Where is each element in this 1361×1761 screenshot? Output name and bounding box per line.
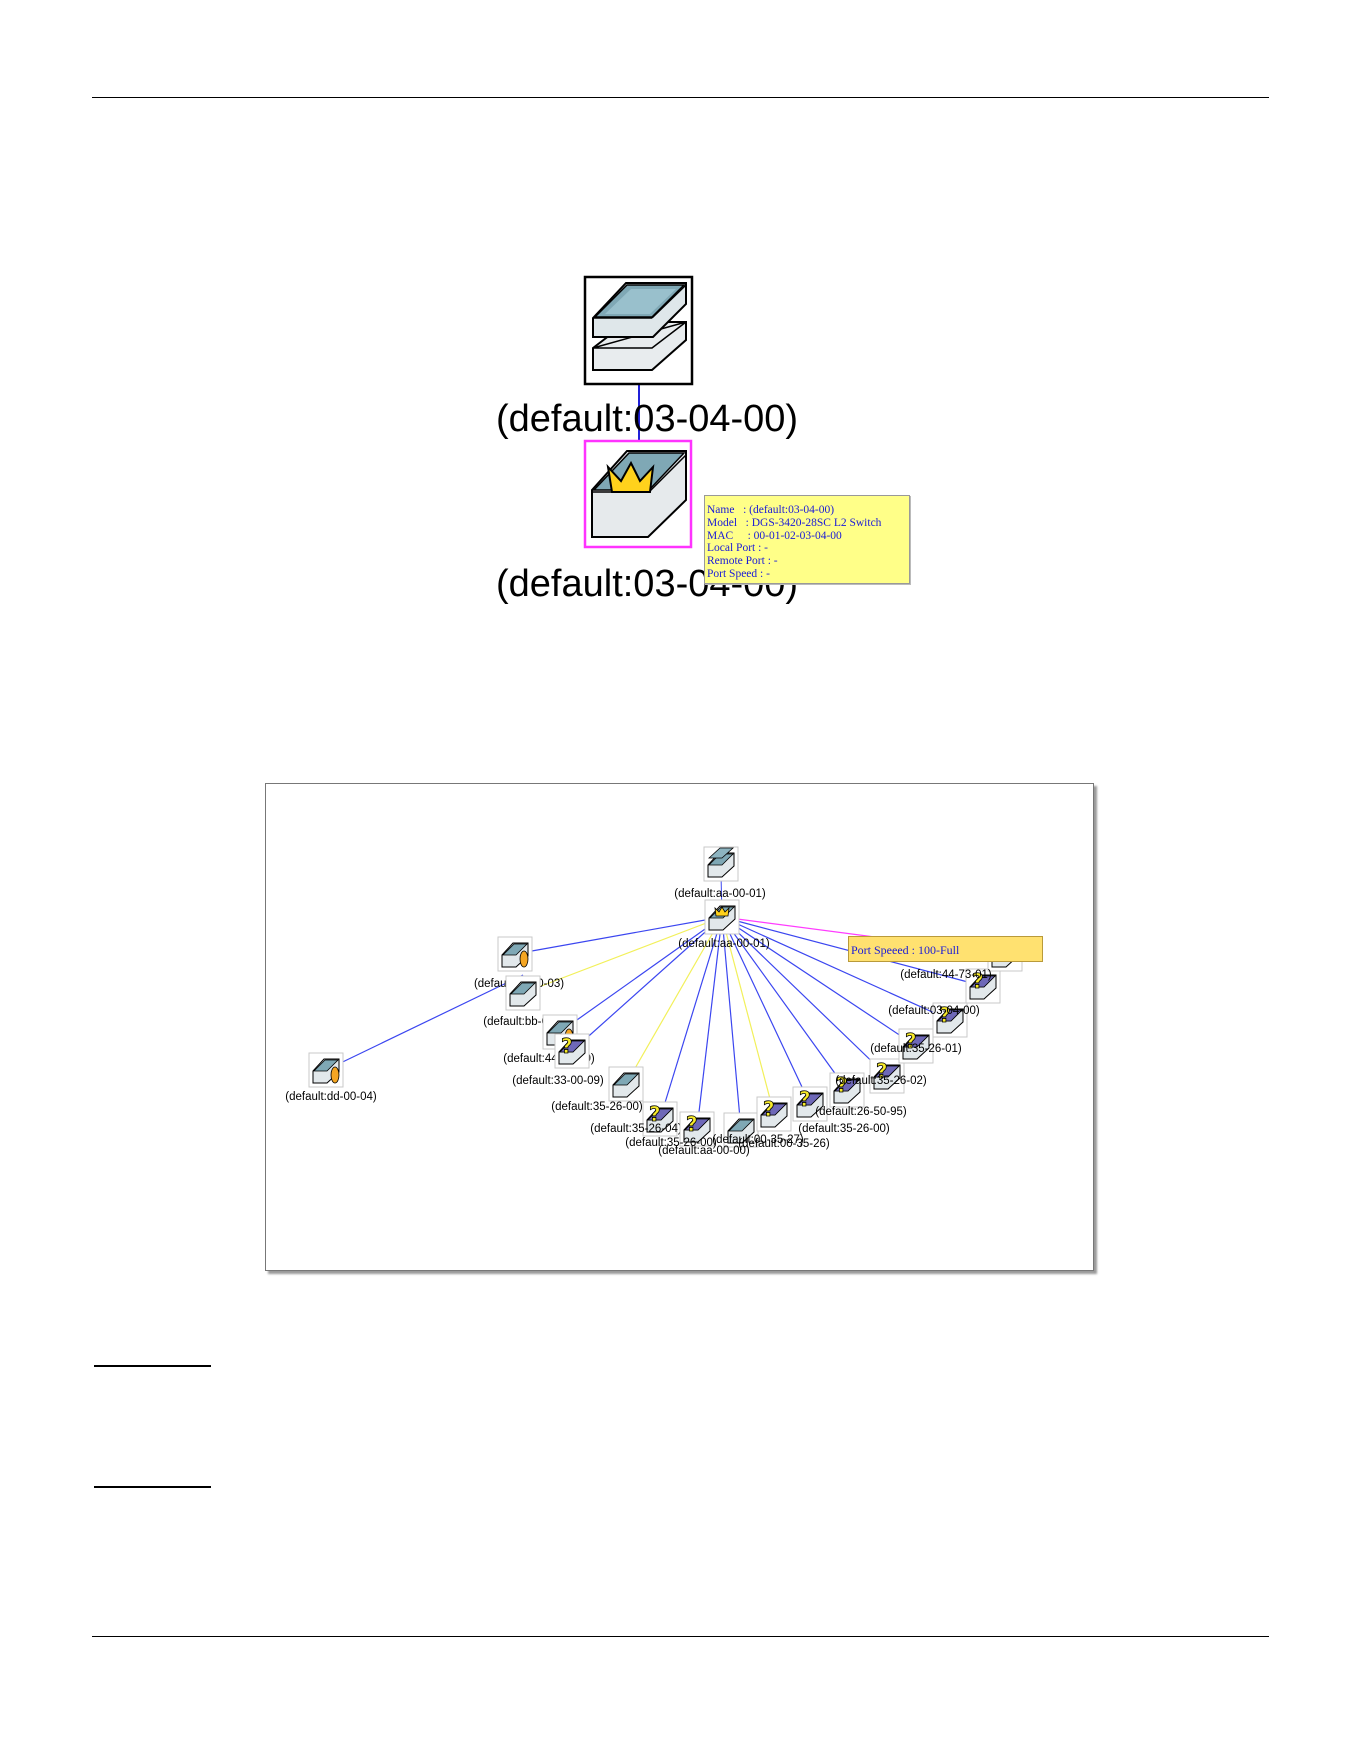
link-line — [721, 916, 917, 1047]
topology-node[interactable]: (default:dd-00-04) — [285, 1052, 377, 1103]
node-label: (default:35-26-00) — [551, 1101, 643, 1113]
crown-icon — [606, 460, 655, 493]
node-label: (default:35-26-01) — [870, 1043, 962, 1055]
svg-text:?: ? — [649, 1102, 661, 1126]
svg-text:?: ? — [876, 1059, 888, 1083]
tooltip-name-line: Name : (default:03-04-00) — [707, 504, 835, 516]
link-line — [721, 916, 951, 1021]
section-underline — [94, 1486, 211, 1488]
footer-rule — [92, 1636, 1269, 1637]
topology-node[interactable]: (default:cc-00-03) — [474, 936, 564, 990]
svg-text:?: ? — [799, 1087, 811, 1111]
node-label: (default:35-26-00) — [625, 1137, 717, 1149]
top-device-label: (default:03-04-00) — [496, 398, 799, 440]
node-label: (default:44-73-01) — [900, 969, 992, 981]
link-line — [721, 916, 775, 1115]
stacked-switch-icon — [703, 846, 739, 882]
svg-text:?: ? — [905, 1029, 917, 1053]
svg-text:?: ? — [561, 1034, 573, 1058]
node-label: (default:33-00-09) — [512, 1075, 604, 1087]
topology-node[interactable]: (default:bb-00-02) — [483, 975, 575, 1028]
tooltip-mac-line: MAC : 00-01-02-03-04-00 — [707, 529, 842, 542]
link-line — [721, 916, 848, 1091]
node-label: (default:aa-00-01) — [678, 938, 770, 950]
link-line — [571, 916, 723, 1052]
switch-icon — [505, 975, 541, 1011]
device-info-tooltip: Name : (default:03-04-00) Model : DGS-34… — [704, 495, 910, 584]
unknown-device-icon: ? — [554, 1033, 590, 1069]
tooltip-port-speed-line: Port Speed : - — [707, 567, 770, 580]
link-line — [325, 974, 524, 1071]
node-label: (default:35-26-04) — [590, 1123, 682, 1135]
unknown-device-icon: ? — [642, 1101, 678, 1137]
unknown-device-icon: ? — [898, 1028, 934, 1064]
link-line — [625, 916, 723, 1085]
topology-node[interactable]: ? (default:35-26-00) — [798, 1072, 890, 1135]
topology-node[interactable]: ? (default:03-04-00) — [888, 968, 1001, 1017]
node-label: (default:00-35-27) — [712, 1134, 804, 1146]
switch-icon — [723, 1112, 759, 1148]
topology-node[interactable]: ?(default:35-26-02) — [835, 1028, 934, 1087]
link-layer — [325, 873, 1006, 1131]
svg-text:?: ? — [836, 1073, 848, 1097]
tooltip-remote-port-line: Remote Port : - — [707, 555, 778, 568]
unknown-device-icon: ? — [756, 1096, 792, 1132]
unknown-device-icon: ? — [829, 1072, 865, 1108]
switch-warning-icon — [308, 1052, 344, 1088]
topology-node[interactable]: (default:aa-00-01) — [678, 899, 770, 950]
topology-node[interactable]: ? (default:33-00-09) — [512, 1033, 604, 1087]
topology-node[interactable]: ?(default:35-26-00) — [625, 1111, 717, 1149]
topology-node[interactable]: ? (default:00-35-27) — [712, 1096, 804, 1146]
unknown-device-icon: ? — [869, 1058, 905, 1094]
svg-text:?: ? — [686, 1112, 698, 1136]
unknown-device-icon: ? — [792, 1086, 828, 1122]
topology-node[interactable]: ?(default:35-26-01) — [870, 1002, 968, 1055]
figure1-diagram — [583, 275, 694, 549]
node-label: (default:26-50-95) — [815, 1106, 907, 1118]
unknown-device-icon: ? — [932, 1002, 968, 1038]
link-line — [721, 916, 811, 1105]
link-line — [514, 916, 723, 955]
link-line — [659, 916, 723, 1120]
topology-node[interactable]: (default:35-26-00) — [551, 1066, 644, 1113]
node-label: (default:03-04-00) — [888, 1005, 980, 1017]
switch-warning-icon — [497, 936, 533, 972]
topology-node[interactable]: (default:aa-00-00) — [658, 1112, 759, 1157]
unknown-device-icon: ? — [679, 1111, 715, 1147]
topology-node[interactable]: ? (default:00-35-26) — [738, 1086, 830, 1150]
topology-node[interactable]: (default:aa-00-01) — [674, 846, 766, 900]
topology-node[interactable]: ? (default:26-50-95) — [815, 1058, 907, 1118]
stacked-switch-icon[interactable] — [583, 275, 694, 386]
svg-text:?: ? — [972, 969, 984, 993]
root-switch-crown-icon[interactable] — [583, 439, 693, 549]
port-speed-tooltip: Port Speeed : 100-Full — [848, 936, 1043, 962]
link-line — [721, 916, 742, 1131]
topology-view-panel: (default:aa-00-01) (default:aa-00-01) (def… — [265, 783, 1094, 1271]
root-switch-crown-icon — [704, 899, 740, 935]
link-line — [721, 916, 888, 1077]
tooltip-local-port-line: Local Port : - — [707, 542, 768, 555]
node-label: (default:dd-00-04) — [285, 1091, 377, 1103]
switch-icon — [608, 1066, 644, 1102]
topology-diagram: (default:aa-00-01) (default:aa-00-01) (def… — [285, 846, 1023, 1157]
node-label: (default:00-35-26) — [738, 1138, 830, 1150]
tooltip-model-line: Model : DGS-3420-28SC L2 Switch — [707, 516, 882, 529]
link-line — [696, 916, 723, 1130]
topology-node[interactable]: ?(default:35-26-04) — [590, 1101, 682, 1137]
link-line — [559, 916, 723, 1033]
svg-text:?: ? — [763, 1097, 775, 1121]
section-underline — [94, 1365, 211, 1367]
node-label: (default:35-26-02) — [835, 1075, 927, 1087]
link-line — [522, 916, 723, 994]
header-rule — [92, 97, 1269, 98]
node-label: (default:aa-00-01) — [674, 888, 766, 900]
svg-text:?: ? — [939, 1003, 951, 1027]
unknown-device-icon: ? — [965, 968, 1001, 1004]
node-label: (default:aa-00-00) — [658, 1145, 750, 1157]
node-label: (default:35-26-00) — [798, 1123, 890, 1135]
